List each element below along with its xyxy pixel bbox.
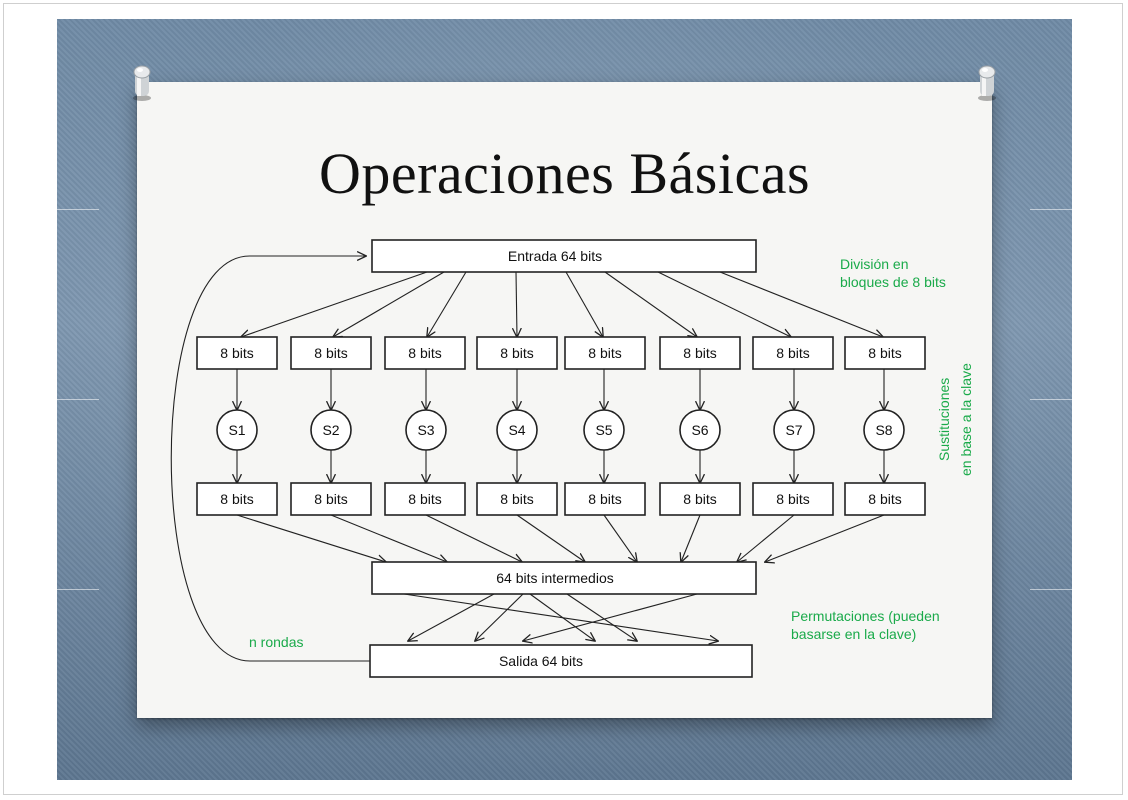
- block-out-6: [659, 482, 741, 516]
- arrow-permutation-4: [566, 593, 637, 641]
- arrows-layer: [170, 256, 885, 662]
- arrow-input-to-block-7: [657, 271, 791, 337]
- arrow-input-to-block-5: [565, 271, 603, 337]
- sbox-label-7: S7: [785, 422, 802, 438]
- note-substitution-line1: Sustituciones: [936, 378, 952, 461]
- sbox-5: [583, 409, 625, 451]
- sbox-label-4: S4: [508, 422, 525, 438]
- block-in-label-6: 8 bits: [683, 345, 716, 361]
- block-out-label-4: 8 bits: [500, 491, 533, 507]
- arrow-input-to-block-6: [604, 271, 697, 337]
- input-box: [371, 239, 757, 273]
- sbox-label-1: S1: [228, 422, 245, 438]
- block-in-label-2: 8 bits: [314, 345, 347, 361]
- arrow-input-to-block-3: [427, 271, 467, 337]
- sbox-7: [773, 409, 815, 451]
- left-tick-1: [57, 209, 99, 210]
- intermediate-box-label: 64 bits intermedios: [496, 570, 614, 586]
- sbox-3: [405, 409, 447, 451]
- block-out-3: [384, 482, 466, 516]
- arrow-input-to-block-4: [516, 271, 517, 337]
- sbox-label-6: S6: [691, 422, 708, 438]
- arrow-block-to-intermediate-4: [516, 514, 585, 562]
- note-division-line1: División en: [840, 256, 908, 272]
- input-box-label: Entrada 64 bits: [508, 248, 602, 264]
- note-substitution-line2: en base a la clave: [958, 363, 974, 476]
- block-in-label-8: 8 bits: [868, 345, 901, 361]
- block-in-5: [564, 336, 646, 370]
- block-out-label-1: 8 bits: [220, 491, 253, 507]
- arrow-block-to-intermediate-6: [681, 514, 701, 562]
- arrow-block-to-intermediate-2: [330, 514, 447, 562]
- note-permutation-line2: basarse en la clave): [791, 626, 916, 642]
- left-tick-2: [57, 399, 99, 400]
- sbox-label-2: S2: [322, 422, 339, 438]
- arrow-block-to-intermediate-5: [603, 514, 637, 562]
- arrow-input-to-block-1: [241, 271, 428, 337]
- block-out-label-6: 8 bits: [683, 491, 716, 507]
- block-in-1: [196, 336, 278, 370]
- block-in-label-5: 8 bits: [588, 345, 621, 361]
- slide-title: Operaciones Básicas: [318, 141, 811, 206]
- pushpin-left-icon: [133, 65, 151, 101]
- block-in-label-1: 8 bits: [220, 345, 253, 361]
- sbox-label-5: S5: [595, 422, 612, 438]
- block-out-8: [844, 482, 926, 516]
- block-out-5: [564, 482, 646, 516]
- block-out-label-7: 8 bits: [776, 491, 809, 507]
- block-in-3: [384, 336, 466, 370]
- sbox-4: [496, 409, 538, 451]
- arrow-input-to-block-2: [333, 271, 445, 337]
- block-out-label-5: 8 bits: [588, 491, 621, 507]
- note-permutation-line1: Permutaciones (pueden: [791, 608, 940, 624]
- arrow-block-to-intermediate-7: [737, 514, 795, 562]
- sbox-label-8: S8: [875, 422, 892, 438]
- sbox-8: [863, 409, 905, 451]
- arrow-block-to-intermediate-8: [765, 514, 885, 562]
- block-in-6: [659, 336, 741, 370]
- sbox-label-3: S3: [417, 422, 434, 438]
- rounds-feedback-arrow: [170, 256, 370, 662]
- arrow-permutation-5: [403, 593, 718, 641]
- output-box-label: Salida 64 bits: [499, 653, 583, 669]
- output-box: [369, 644, 753, 678]
- arrow-permutation-6: [523, 593, 698, 641]
- arrow-block-to-intermediate-1: [236, 514, 386, 562]
- shapes-layer: Entrada 64 bits 64 bits intermediosSalida…: [196, 239, 926, 678]
- block-in-4: [476, 336, 558, 370]
- pushpin-right-icon: [978, 65, 996, 101]
- note-division-line2: bloques de 8 bits: [840, 274, 946, 290]
- block-in-label-7: 8 bits: [776, 345, 809, 361]
- arrow-permutation-2: [475, 593, 524, 641]
- sbox-1: [216, 409, 258, 451]
- block-out-2: [290, 482, 372, 516]
- block-in-label-3: 8 bits: [408, 345, 441, 361]
- block-out-7: [752, 482, 834, 516]
- sbox-2: [310, 409, 352, 451]
- arrow-permutation-1: [408, 593, 495, 641]
- arrow-block-to-intermediate-3: [425, 514, 522, 562]
- block-out-label-3: 8 bits: [408, 491, 441, 507]
- left-tick-3: [57, 589, 99, 590]
- right-tick-1: [1030, 209, 1072, 210]
- rounds-label: n rondas: [249, 634, 303, 650]
- page-frame: [3, 3, 1123, 795]
- sbox-6: [679, 409, 721, 451]
- paper-sheet: [137, 82, 992, 718]
- block-in-8: [844, 336, 926, 370]
- right-tick-2: [1030, 399, 1072, 400]
- right-tick-3: [1030, 589, 1072, 590]
- arrow-input-to-block-8: [719, 271, 883, 337]
- block-out-1: [196, 482, 278, 516]
- block-out-label-8: 8 bits: [868, 491, 901, 507]
- block-in-label-4: 8 bits: [500, 345, 533, 361]
- block-in-2: [290, 336, 372, 370]
- block-out-label-2: 8 bits: [314, 491, 347, 507]
- block-in-7: [752, 336, 834, 370]
- intermediate-box: [371, 561, 757, 595]
- block-out-4: [476, 482, 558, 516]
